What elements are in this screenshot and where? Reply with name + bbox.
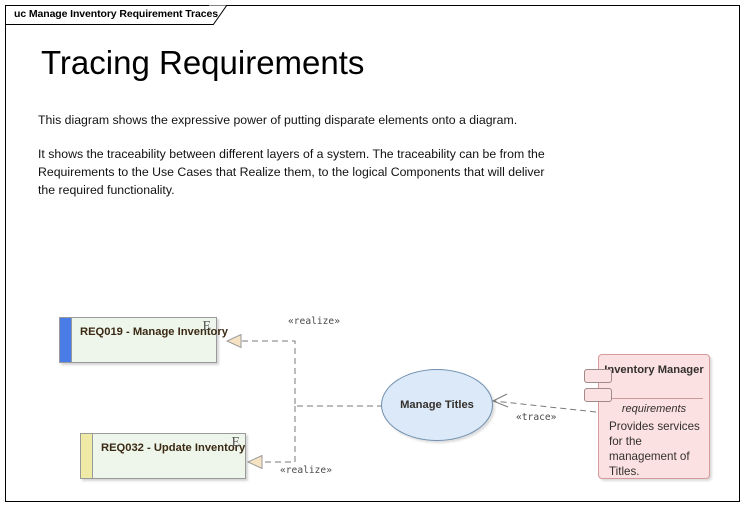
connector-label-realize-bottom: «realize» (280, 465, 332, 476)
component-divider (611, 398, 703, 399)
component-port-bottom[interactable] (584, 388, 612, 402)
page-title: Tracing Requirements (41, 44, 365, 81)
requirement-accent-bar (81, 434, 93, 478)
intro-paragraph-2: It shows the traceability between differ… (38, 147, 545, 197)
connector-label-realize-top: «realize» (288, 316, 340, 327)
element-e-icon: E (231, 435, 240, 450)
tab-label: uc Manage Inventory Requirement Traces (14, 8, 218, 20)
component-inventory-manager[interactable]: Inventory Manager requirements Provides … (598, 354, 710, 479)
intro-paragraph-1: This diagram shows the expressive power … (38, 113, 518, 127)
requirement-label: REQ019 - Manage Inventory (80, 326, 228, 338)
component-section-label: requirements (621, 403, 687, 415)
requirement-label: REQ032 - Update Inventory (101, 442, 246, 454)
tab-body (5, 5, 210, 25)
requirement-req019[interactable]: REQ019 - Manage Inventory E (59, 317, 228, 363)
component-description: Provides services for the management of … (609, 420, 700, 478)
use-case-manage-titles[interactable]: Manage Titles (381, 369, 493, 441)
requirement-req032[interactable]: REQ032 - Update Inventory E (80, 433, 246, 479)
requirement-accent-bar (60, 318, 72, 362)
connector-label-trace: «trace» (516, 412, 557, 423)
component-title: Inventory Manager (604, 364, 704, 376)
element-e-icon: E (202, 319, 211, 334)
tab-notch-icon (209, 5, 227, 25)
use-case-label: Manage Titles (400, 399, 474, 411)
component-port-top[interactable] (584, 369, 612, 383)
